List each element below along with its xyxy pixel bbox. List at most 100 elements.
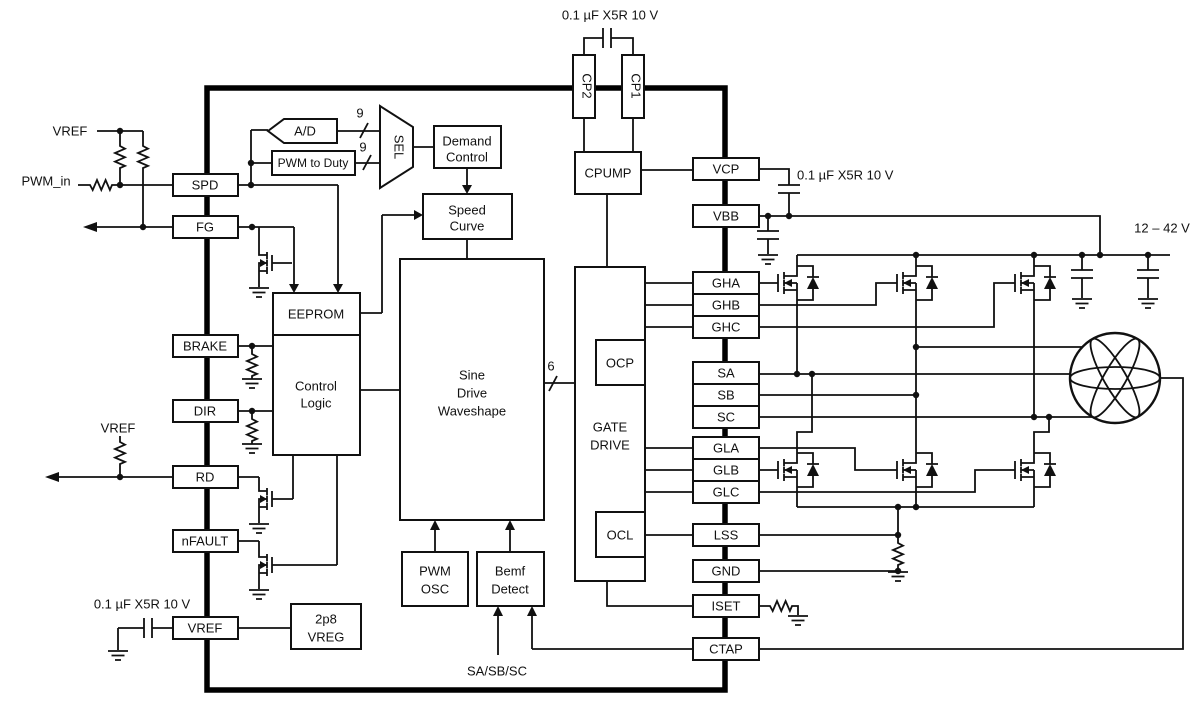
label-pin-glc: GLC [713,484,740,499]
label-cpump: CPUMP [585,165,632,180]
pin-fg [172,215,239,239]
label-ocl: OCL [607,527,634,542]
label-pin-sb: SB [717,387,734,402]
label-cap-vcp: 0.1 µF X5R 10 V [797,167,894,182]
pin-cp1 [621,54,645,119]
label-pin-iset: ISET [712,598,741,613]
ground-icon [241,443,263,454]
block-bemf-detect [476,551,545,607]
block-pwm-to-duty [271,150,356,176]
label-pin-spd: SPD [192,177,219,192]
pin-iset [692,594,760,618]
bus-slashes [359,122,558,392]
label-vreg: 2p8 [315,611,337,626]
pin-glc [692,480,760,504]
pin-dir [172,399,239,423]
label-pin-glb: GLB [713,462,739,477]
label-pin-vbb: VBB [713,208,739,223]
motor-icon [1068,331,1162,425]
ground-icon [107,650,129,661]
label-speed: Speed [448,202,486,217]
label-pin-ghc: GHC [712,319,741,334]
label-gate-drive-2: DRIVE [590,437,630,452]
label-pin-sc: SC [717,409,735,424]
resistor-icon [87,179,115,191]
label-vref-mid: VREF [101,420,136,435]
pin-vcp [692,157,760,181]
label-pin-gla: GLA [713,440,739,455]
ground-icon [1071,298,1093,309]
ground-icon [248,589,270,600]
wires-bridge [759,255,1184,650]
mosfet-high-b-icon [885,258,939,308]
label-gate-drive: GATE [593,419,628,434]
pin-lss [692,523,760,547]
resistor-icon [137,143,149,171]
pin-brake [172,334,239,358]
label-cap-vref: 0.1 µF X5R 10 V [94,596,191,611]
block-pwm-osc [401,551,469,607]
label-pwm-in: PWM_in [21,173,70,188]
label-vref-top: VREF [53,123,88,138]
pin-ghc [692,315,760,339]
resistor-icon [114,439,126,467]
label-bus9-a: 9 [356,105,363,120]
block-demand-control [433,125,502,169]
label-pwm-to-duty: PWM to Duty [278,156,349,170]
label-cap-top: 0.1 µF X5R 10 V [562,7,659,22]
ground-icon [248,287,270,298]
label-bus6: 6 [547,358,554,373]
label-pin-cp2: CP2 [580,73,595,98]
mosfet-low-c-icon [1003,445,1057,495]
label-pin-ghb: GHB [712,297,740,312]
label-ocp: OCP [606,355,634,370]
pin-sc [692,405,760,429]
label-bus9-b: 9 [359,139,366,154]
mosfet-high-c-icon [1003,258,1057,308]
label-sel: SEL [392,135,407,160]
block-control-logic [272,334,361,456]
block-ad [266,118,338,144]
label-pin-lss: LSS [714,527,739,542]
label-sine-2: Drive [457,385,487,400]
label-pin-brake: BRAKE [183,338,227,353]
label-pwm-osc-2: OSC [421,581,449,596]
junction-dots [116,127,1152,575]
label-sine-3: Waveshape [438,403,506,418]
capacitor-icon [777,184,801,194]
label-bemf-2: Detect [491,581,529,596]
label-pin-rd: RD [196,469,215,484]
label-pwm-osc: PWM [419,563,451,578]
label-pin-nfault: nFAULT [182,533,229,548]
block-speed-curve [422,193,513,240]
label-pin-sa: SA [717,365,735,380]
block-vreg [290,603,362,650]
ground-icon [248,523,270,534]
block-ocp [595,339,646,386]
capacitor-icon [602,27,612,49]
sense-resistor-icon [892,540,904,568]
mosfet-fg-icon [258,244,286,282]
resistor-icon [246,351,258,379]
capacitor-icon [143,617,153,639]
label-pin-cp1: CP1 [629,73,644,98]
capacitor-icon [1136,269,1160,279]
resistor-icon [246,416,258,444]
ground-icon [241,378,263,389]
capacitor-icon [756,230,780,240]
pin-vref [172,616,239,640]
label-vreg-2: VREG [308,629,345,644]
label-bemf: Bemf [495,563,526,578]
ground-icon [787,615,809,626]
iset-resistor-icon [767,600,795,612]
pin-cp2 [572,54,596,119]
label-pin-gnd: GND [712,563,741,578]
label-ad: A/D [294,123,316,138]
label-sine: Sine [459,367,485,382]
pin-ctap [692,637,760,661]
label-pin-ctap: CTAP [709,641,743,656]
pin-vbb [692,204,760,228]
pin-spd [172,173,239,197]
label-demand-2: Control [446,149,488,164]
